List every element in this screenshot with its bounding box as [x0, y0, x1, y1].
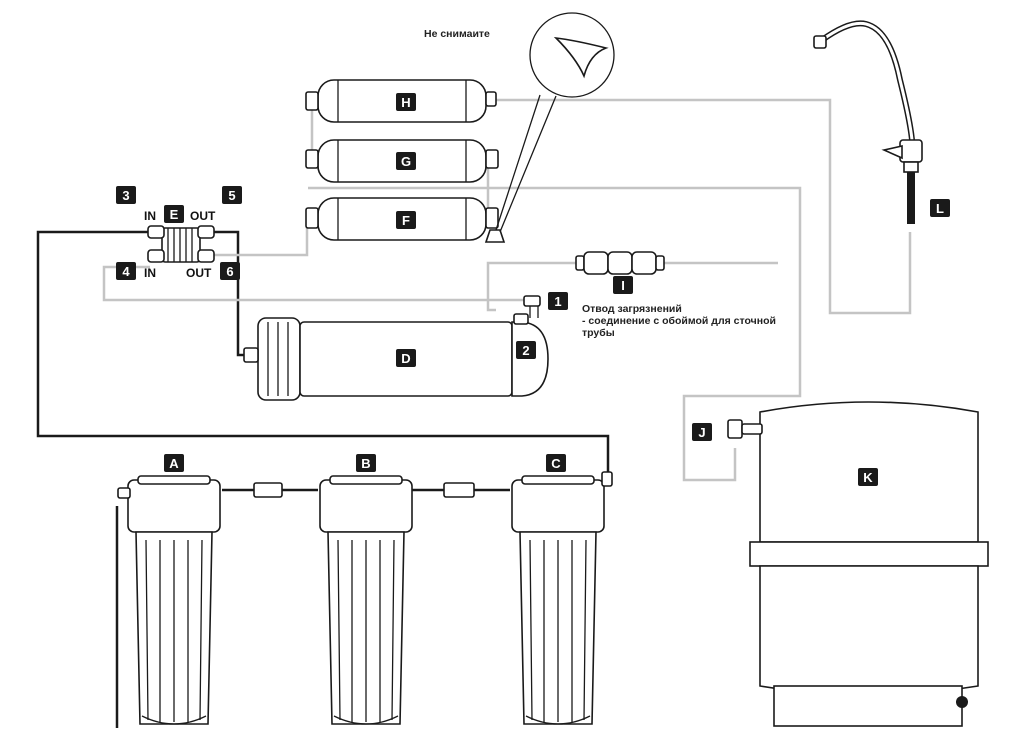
tag-a: A: [164, 454, 184, 472]
tag-3: 3: [116, 186, 136, 204]
svg-text:G: G: [401, 154, 411, 169]
tag-c: C: [546, 454, 566, 472]
housing-b: [319, 475, 413, 725]
tag-g: G: [396, 152, 416, 170]
tag-f: F: [396, 211, 416, 229]
label-in-bottom: IN: [144, 266, 156, 280]
tag-i: I: [613, 276, 633, 294]
prefilter-connectors: [115, 482, 510, 728]
faucet-l: [813, 20, 923, 224]
e-to-d-tube: [212, 230, 248, 357]
flow-restrictor-i: [575, 251, 665, 275]
tag-l: L: [930, 199, 950, 217]
svg-text:4: 4: [122, 264, 130, 279]
b-c-nipple: [443, 482, 475, 498]
svg-text:H: H: [401, 95, 410, 110]
e-to-d-return-tube: [102, 265, 526, 302]
svg-text:B: B: [361, 456, 370, 471]
storage-tank-k: [727, 401, 989, 727]
e-to-f-tube: [212, 216, 318, 257]
svg-text:3: 3: [122, 188, 129, 203]
svg-text:J: J: [698, 425, 705, 440]
tag-b: B: [356, 454, 376, 472]
svg-text:L: L: [936, 201, 944, 216]
tag-6: 6: [220, 262, 240, 280]
feed-tube: [36, 230, 610, 478]
label-in-top: IN: [144, 209, 156, 223]
svg-text:E: E: [170, 207, 179, 222]
svg-text:F: F: [402, 213, 410, 228]
label-out-top: OUT: [190, 209, 216, 223]
svg-text:6: 6: [226, 264, 233, 279]
tag-d: D: [396, 349, 416, 367]
h-to-faucet-tube: [496, 98, 912, 315]
tag-1: 1: [548, 292, 568, 310]
tag-4: 4: [116, 262, 136, 280]
f-to-tank-tube: [308, 186, 802, 482]
drain-note-line3: трубы: [582, 327, 615, 339]
tags: A B C D E F G H: [116, 93, 950, 486]
tag-k: K: [858, 468, 878, 486]
drain-tube: [486, 261, 576, 312]
top-note: Не снимаите: [424, 28, 490, 40]
tag-j: J: [692, 423, 712, 441]
callout-fitting-icon: [553, 36, 609, 79]
flow-block-e: [147, 225, 215, 263]
a-b-nipple: [253, 482, 283, 498]
callout-circle: [529, 12, 615, 98]
detail-callout: [495, 12, 615, 233]
svg-text:C: C: [551, 456, 561, 471]
housing-c: [511, 471, 613, 725]
svg-text:5: 5: [228, 188, 235, 203]
drain-note-line1: Отвод загрязнений: [582, 303, 682, 315]
label-out-bottom: OUT: [186, 266, 212, 280]
svg-text:2: 2: [522, 343, 529, 358]
svg-text:I: I: [621, 278, 625, 293]
tag-2: 2: [516, 341, 536, 359]
housing-a: [117, 475, 221, 725]
svg-text:D: D: [401, 351, 410, 366]
membrane-housing-d: [243, 295, 549, 401]
drain-note-line2: - соединение с обоймой для сточной: [582, 315, 776, 327]
faucet-spout: [820, 20, 915, 141]
tag-5: 5: [222, 186, 242, 204]
tag-h: H: [396, 93, 416, 111]
tag-e: E: [164, 205, 184, 223]
svg-text:A: A: [169, 456, 179, 471]
svg-text:K: K: [863, 470, 873, 485]
svg-text:1: 1: [554, 294, 561, 309]
